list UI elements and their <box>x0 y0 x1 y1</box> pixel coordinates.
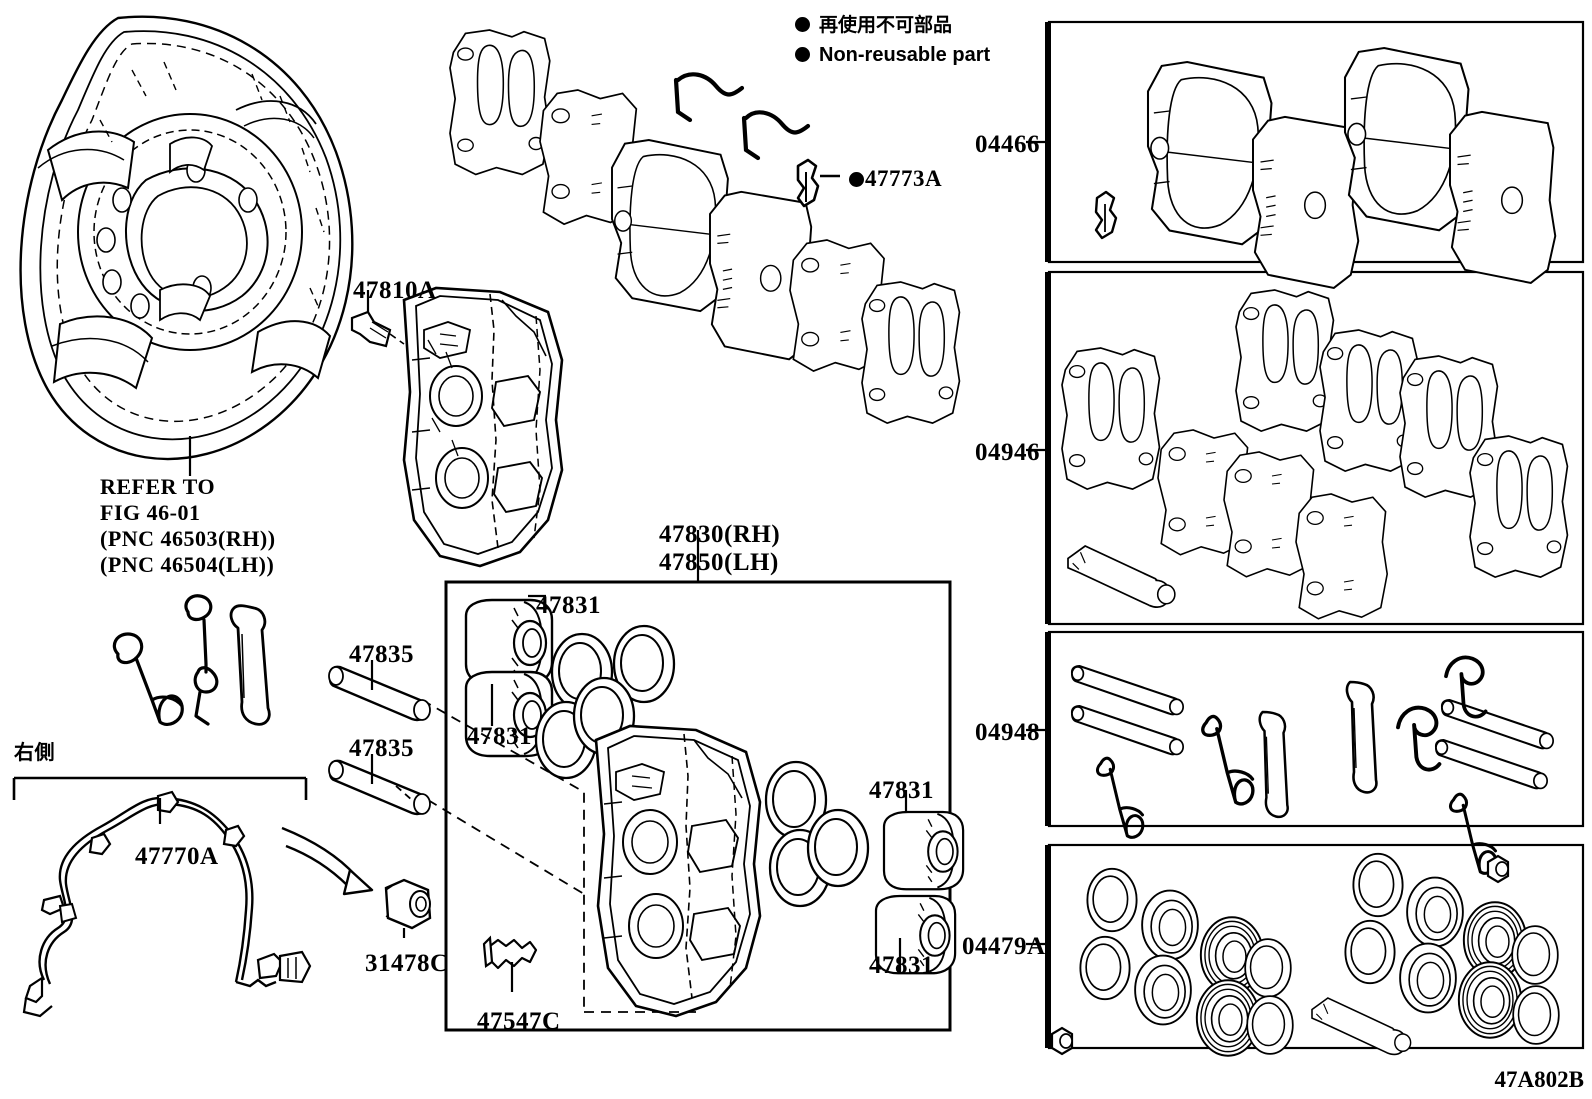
legend-english: Non-reusable part <box>795 42 990 67</box>
bleeder-screw-47547c <box>482 935 538 992</box>
right-side-bracket <box>12 776 308 800</box>
bleeder-cap-right <box>1486 854 1510 884</box>
non-reusable-dot-icon <box>849 172 864 187</box>
caliper-body-upper <box>350 286 564 568</box>
callout-leaders <box>395 785 413 801</box>
panel-label-04948: 04948 <box>975 719 1040 746</box>
slide-pin-47835-lower <box>328 754 431 816</box>
callout-47835-upper: 47835 <box>349 641 414 668</box>
panel-label-04946: 04946 <box>975 439 1040 466</box>
refer-note-line3: (PNC 46503(RH)) <box>100 526 276 551</box>
callout-47831-right-lower: 47831 <box>869 952 934 979</box>
callout-47831-right-upper: 47831 <box>869 777 934 804</box>
callout-47770a: 47770A <box>135 843 219 870</box>
legend-japanese: 再使用不可部品 <box>795 10 952 37</box>
callout-47830-rh: 47830(RH) <box>659 521 781 548</box>
callout-47831-top: 47831 <box>536 592 601 619</box>
callout-47831-mid: 47831 <box>467 723 532 750</box>
figure-code: 47A802B <box>1494 1067 1584 1092</box>
callout-47835-lower: 47835 <box>349 735 414 762</box>
slide-pin-47835-upper <box>328 660 431 722</box>
bleeder-plug-31478c <box>384 878 432 938</box>
refer-note-line1: REFER TO <box>100 474 216 499</box>
dust-cover-drawing <box>19 15 354 476</box>
refer-note-line2: FIG 46-01 <box>100 500 201 525</box>
callout-47547c: 47547C <box>477 1008 561 1035</box>
non-reusable-marker-icon <box>795 17 810 32</box>
callout-47850-lh: 47850(LH) <box>659 549 779 576</box>
panel-04948-content <box>1070 655 1555 875</box>
panel-04946-content <box>1061 289 1569 620</box>
callout-47773a: 47773A <box>849 165 942 193</box>
caliper-subassembly <box>421 594 965 1018</box>
bleeder-cap-left <box>1050 1026 1074 1056</box>
wear-indicator-clip-kit <box>1094 190 1118 240</box>
panel-label-04466: 04466 <box>975 131 1040 158</box>
panel-04479a-content <box>1050 852 1560 1057</box>
pad-shim-stack <box>449 29 961 424</box>
brake-hose-47770a <box>22 790 312 1018</box>
callout-31478c: 31478C <box>365 950 449 977</box>
non-reusable-marker-icon-2 <box>795 47 810 62</box>
hardware-clips-left <box>112 594 271 726</box>
side-bracket-label: 右側 <box>14 740 55 764</box>
callout-47810a: 47810A <box>353 277 437 304</box>
panel-label-04479a: 04479A <box>962 933 1046 960</box>
refer-note-line4: (PNC 46504(LH)) <box>100 552 275 577</box>
panel-04466-content <box>1094 46 1557 289</box>
wear-indicator-clip <box>796 158 820 208</box>
caliper-bolt-upper <box>350 310 392 348</box>
assembly-arrow <box>281 826 374 896</box>
